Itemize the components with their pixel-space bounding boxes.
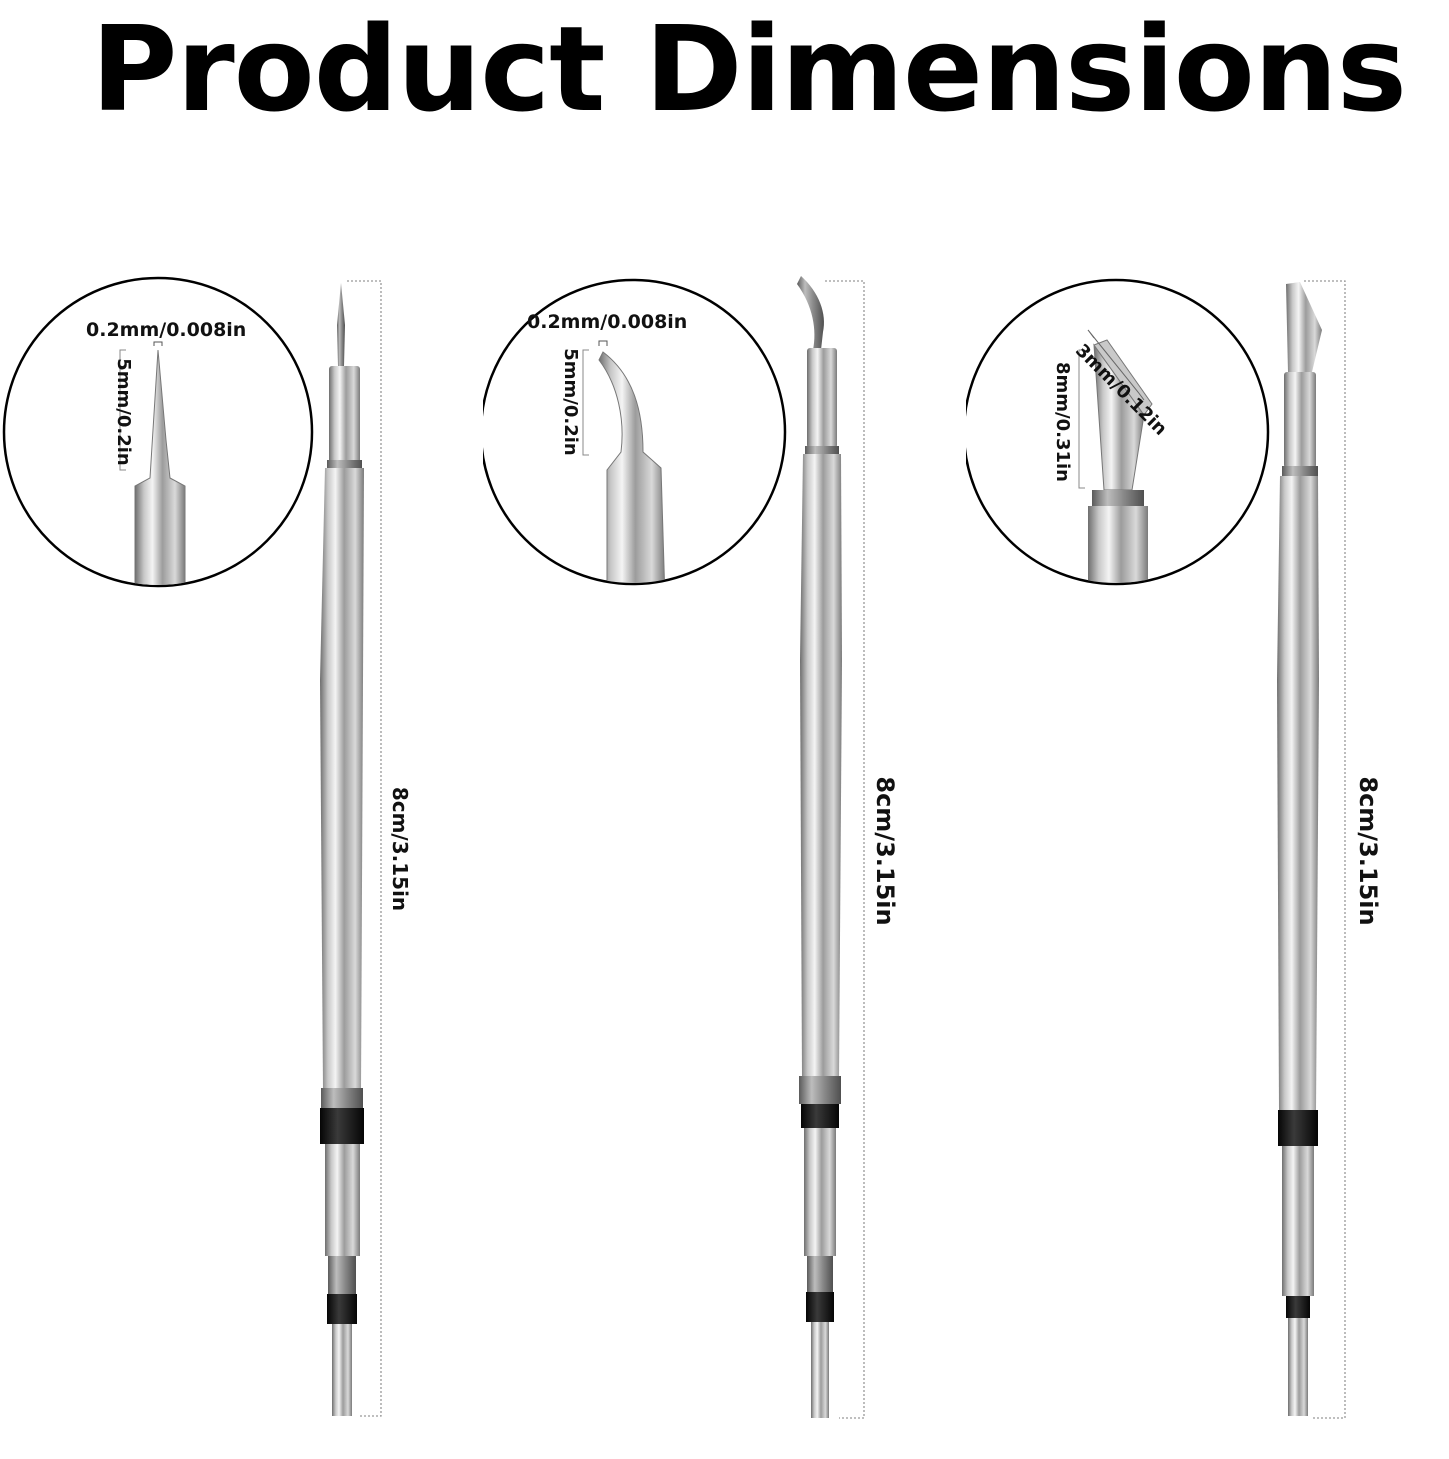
tip-item-knife: 3mm/0.12in 8mm/0.31in 8cm/3.15in <box>966 0 1449 1459</box>
tip-width-label: 0.2mm/0.008in <box>527 311 688 333</box>
tip-length-label: 8mm/0.31in <box>1052 361 1073 482</box>
tip-width-label: 0.2mm/0.008in <box>86 319 247 341</box>
bent-fine-tip-illustration <box>483 276 865 1419</box>
knife-tip-illustration <box>966 278 1346 1419</box>
tip-item-fine-conical: 0.2mm/0.008in 5mm/0.2in 8cm/3.15in <box>0 0 483 1459</box>
total-length-label: 8cm/3.15in <box>871 776 899 926</box>
total-length-label: 8cm/3.15in <box>388 786 412 912</box>
total-length-label: 8cm/3.15in <box>1354 776 1382 926</box>
tip-item-bent-fine: 0.2mm/0.008in 5mm/0.2in 8cm/3.15in <box>483 0 966 1459</box>
tip-length-label: 5mm/0.2in <box>113 358 134 466</box>
fine-conical-tip-illustration <box>2 276 382 1417</box>
tip-length-label: 5mm/0.2in <box>560 348 581 456</box>
page-title: Product Dimensions <box>90 0 1407 138</box>
